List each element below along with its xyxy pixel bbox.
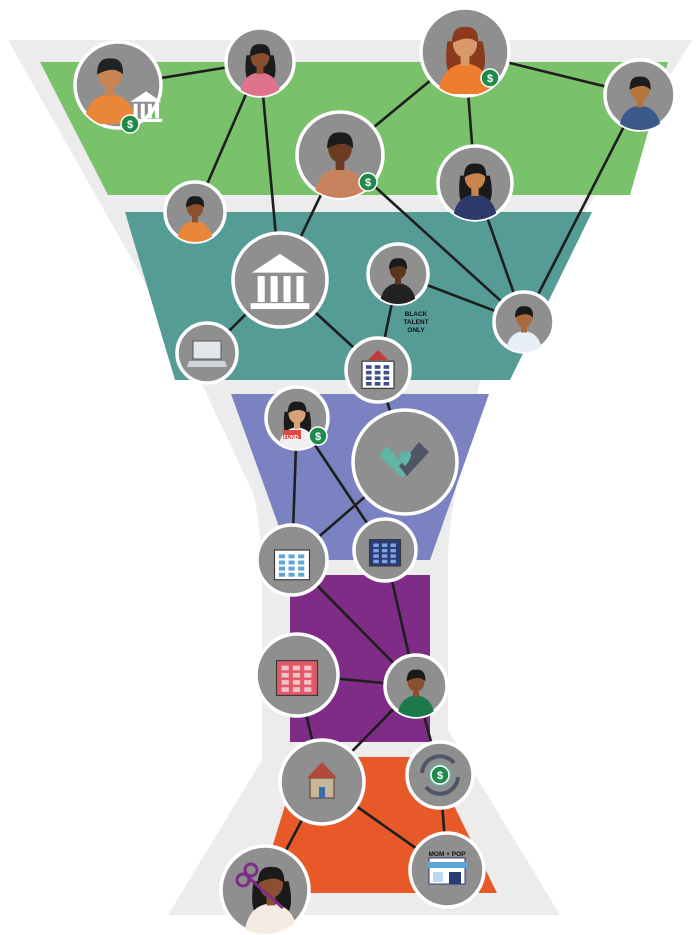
man-with-growth-chart-icon [603, 58, 677, 132]
dollar-sign: $ [437, 770, 443, 782]
apartment-building-icon [254, 632, 340, 718]
storefront-icon [408, 831, 486, 909]
woman-with-scissors-icon [219, 844, 311, 935]
laptop-icon [175, 321, 239, 385]
dollar-icon [480, 68, 500, 88]
woman-with-heart-globe-icon [163, 180, 227, 244]
recruiter-sign-text: ONLY [407, 327, 425, 334]
dollar-sign: $ [487, 73, 493, 85]
fundraiser-sign-text: FUND [283, 435, 298, 441]
woman-with-lightbulb-icon [436, 144, 514, 222]
man-with-bank-branch-icon [492, 290, 556, 354]
office-building-icon [352, 517, 418, 583]
shop-sign-text: MOM + POP [428, 851, 466, 858]
man-with-hiring-sign-icon [366, 242, 430, 306]
dollar-sign: $ [127, 119, 133, 131]
dollar-icon [358, 172, 378, 192]
dollar-icon [120, 114, 140, 134]
woman-with-gavel-icon [224, 26, 296, 98]
helping-hands-heart-icon [351, 408, 459, 516]
woman-with-tablet-icon [383, 653, 449, 719]
institution-building-icon [231, 231, 329, 329]
recruiter-sign-text: TALENT [403, 319, 428, 326]
school-building-icon [344, 336, 412, 404]
church-icon [278, 738, 366, 826]
recruiter-sign-text: BLACK [405, 311, 428, 318]
man-with-bank-icon [73, 40, 163, 130]
dollar-sign: $ [315, 431, 321, 443]
dollar-icon [430, 765, 450, 785]
dollar-sign: $ [365, 177, 371, 189]
dollar-icon [308, 426, 328, 446]
link [522, 93, 642, 324]
hospital-building-icon [255, 523, 329, 597]
